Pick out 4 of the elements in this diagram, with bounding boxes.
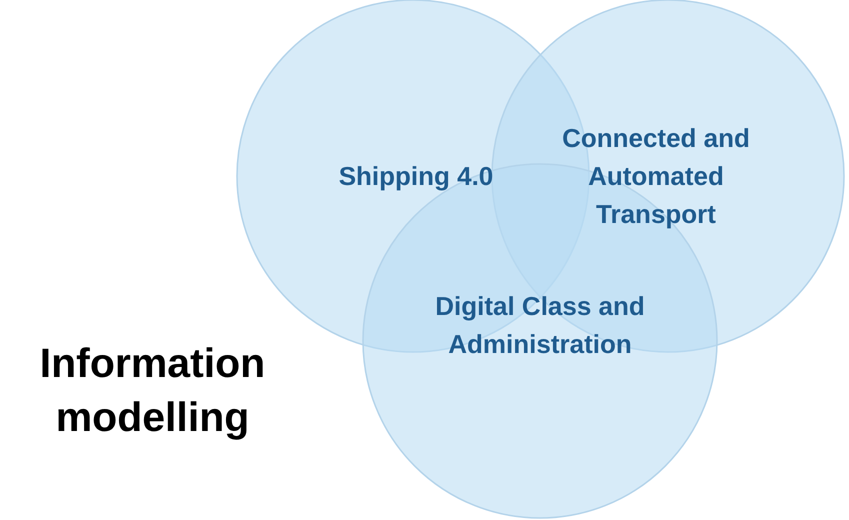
- title: Information modelling: [38, 339, 266, 442]
- circle-label: Connected and Automated Transport: [561, 122, 751, 231]
- circle-label: Digital Class and Administration: [434, 290, 646, 361]
- circle-label: Shipping 4.0: [338, 160, 494, 193]
